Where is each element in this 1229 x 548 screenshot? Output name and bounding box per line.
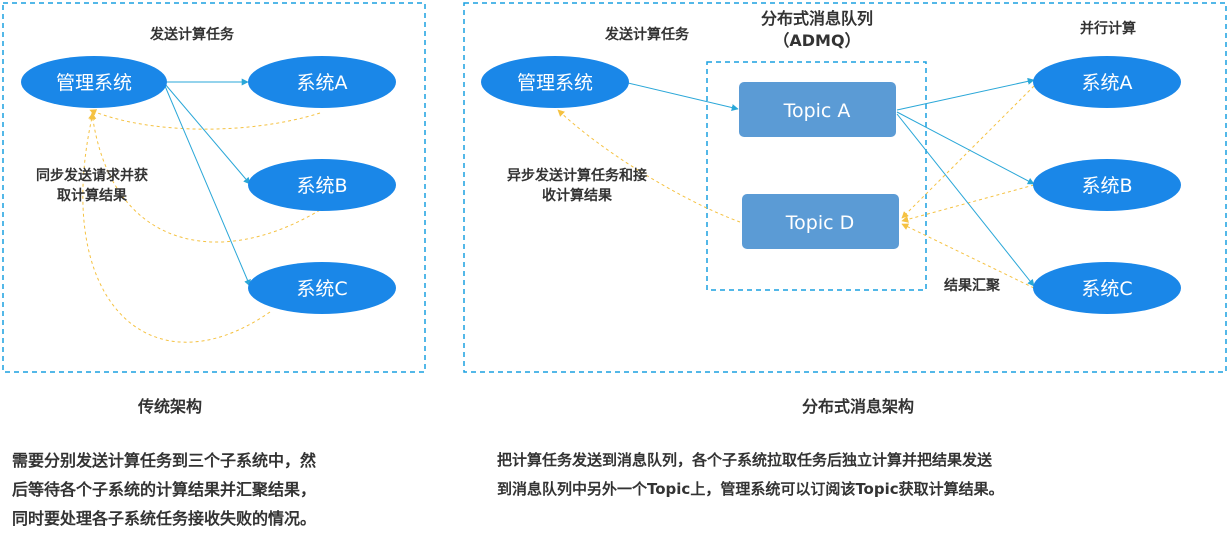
traditional-architecture: 发送计算任务 管理系统 系统A 系统B 系统C 同步发送请求并获 取计算结果: [2, 2, 426, 373]
topic-a-arrow-to-b: [896, 111, 1035, 185]
svg-text:Topic A: Topic A: [783, 100, 851, 122]
dist-manager-node: 管理系统: [481, 56, 629, 108]
result-arrow-from-c: [901, 223, 1035, 289]
parallel-label: 并行计算: [1080, 20, 1136, 37]
svg-text:系统A: 系统A: [297, 72, 348, 94]
svg-text:同步发送请求并获: 同步发送请求并获: [36, 167, 148, 184]
svg-text:分布式消息队列: 分布式消息队列: [761, 9, 873, 28]
dist-system-c-node: 系统C: [1033, 262, 1181, 314]
traditional-description-line: 需要分别发送计算任务到三个子系统中，然: [12, 451, 317, 470]
result-arrow-b: [89, 112, 321, 243]
svg-text:系统B: 系统B: [296, 175, 347, 197]
result-arrow-c: [82, 112, 271, 343]
system-a-node: 系统A: [248, 56, 396, 108]
traditional-send-label: 发送计算任务: [149, 26, 235, 43]
traditional-caption: 传统架构: [137, 397, 202, 416]
distributed-architecture: 分布式消息队列 （ADMQ） 发送计算任务 并行计算 管理系统 Topic A …: [463, 2, 1227, 373]
svg-text:Topic D: Topic D: [785, 212, 854, 234]
aggregate-label: 结果汇聚: [944, 277, 1001, 294]
sync-label: 同步发送请求并获 取计算结果: [36, 167, 148, 204]
svg-text:系统A: 系统A: [1082, 72, 1133, 94]
svg-text:管理系统: 管理系统: [517, 72, 593, 94]
result-arrow-a: [89, 109, 321, 130]
traditional-description-line: 同时要处理各子系统任务接收失败的情况。: [12, 509, 317, 528]
system-b-node: 系统B: [248, 159, 396, 211]
traditional-description: 需要分别发送计算任务到三个子系统中，然 后等待各个子系统的计算结果并汇聚结果， …: [12, 446, 316, 533]
svg-text:（ADMQ）: （ADMQ）: [773, 31, 860, 50]
distributed-description: 把计算任务发送到消息队列，各个子系统拉取任务后独立计算并把结果发送 到消息队列中…: [497, 446, 1004, 504]
distributed-description-line: 到消息队列中另外一个Topic上，管理系统可以订阅该Topic获取计算结果。: [497, 480, 1004, 498]
topic-a-arrow-to-a: [896, 77, 1035, 111]
svg-text:异步发送计算任务和接: 异步发送计算任务和接: [507, 167, 647, 184]
dist-system-b-node: 系统B: [1033, 159, 1181, 211]
svg-text:管理系统: 管理系统: [56, 72, 132, 94]
traditional-frame: [2, 2, 426, 373]
task-arrow-c: [164, 85, 251, 287]
topic-a-arrow-to-c: [896, 113, 1035, 287]
traditional-description-line: 后等待各个子系统的计算结果并汇聚结果，: [12, 480, 317, 499]
task-arrow-b: [164, 83, 251, 185]
async-label: 异步发送计算任务和接 收计算结果: [507, 167, 647, 204]
svg-text:收计算结果: 收计算结果: [542, 187, 613, 204]
svg-text:取计算结果: 取计算结果: [57, 187, 128, 204]
system-c-node: 系统C: [248, 262, 396, 314]
result-arrow-to-manager: [557, 109, 741, 223]
distributed-description-line: 把计算任务发送到消息队列，各个子系统拉取任务后独立计算并把结果发送: [497, 451, 993, 469]
queue-title: 分布式消息队列 （ADMQ）: [761, 9, 873, 50]
topic-d-node: Topic D: [742, 194, 899, 249]
result-arrow-from-a: [901, 85, 1035, 219]
topic-a-node: Topic A: [739, 82, 896, 137]
svg-text:系统C: 系统C: [1081, 278, 1132, 300]
dist-system-a-node: 系统A: [1033, 56, 1181, 108]
task-arrow-to-topic-a: [627, 82, 739, 111]
queue-frame: [706, 61, 927, 291]
svg-text:系统C: 系统C: [296, 278, 347, 300]
distributed-frame: [463, 2, 1227, 373]
architecture-diagram: 发送计算任务 管理系统 系统A 系统B 系统C 同步发送请求并获 取计算结果: [2, 2, 1227, 416]
svg-text:系统B: 系统B: [1081, 175, 1132, 197]
distributed-send-label: 发送计算任务: [604, 26, 690, 43]
distributed-caption: 分布式消息架构: [802, 397, 914, 416]
manager-node: 管理系统: [21, 56, 167, 108]
